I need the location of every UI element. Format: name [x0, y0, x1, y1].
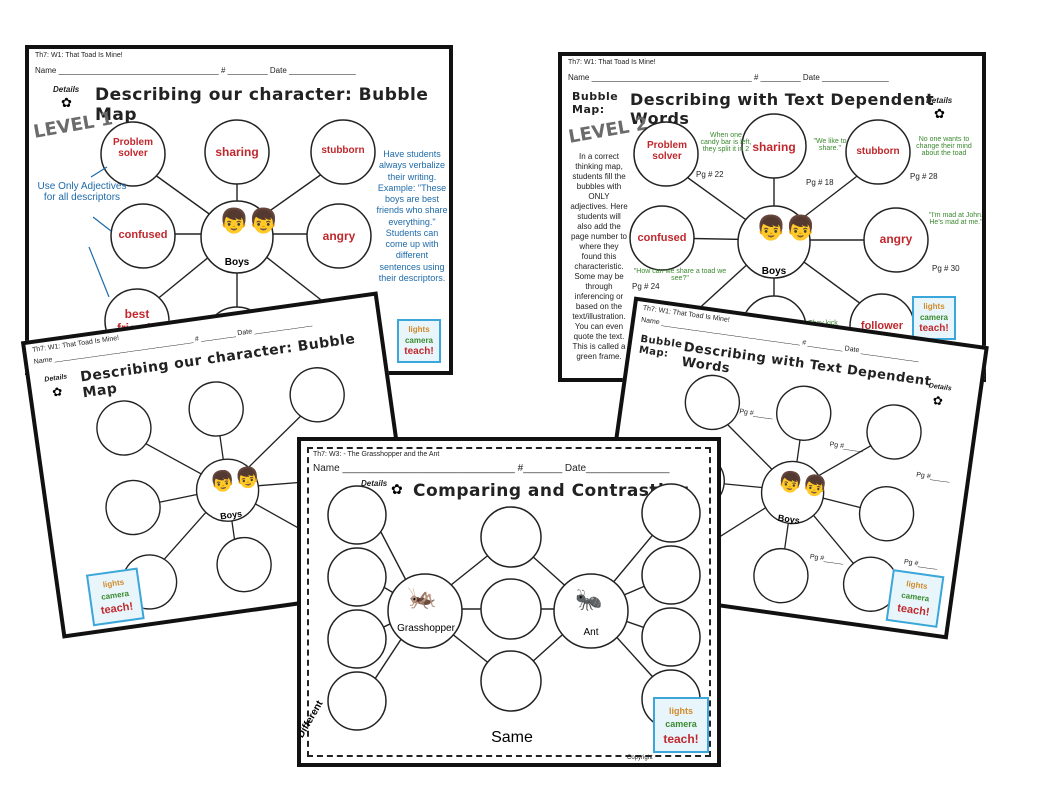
- worksheet-blank-text-dependent: Th7: W1: That Toad Is Mine! Name _______…: [593, 296, 989, 640]
- bubble-map-diagram: [660, 374, 922, 612]
- bubble-angry: angry: [879, 232, 913, 246]
- center-label: Boys: [761, 266, 787, 277]
- page-number-18: Pg # 18: [806, 178, 834, 187]
- bubble-sharing: sharing: [752, 140, 796, 154]
- page-title: Describing our character: Bubble Map: [95, 85, 429, 125]
- sheet-header: Th7: W3: - The Grasshopper and the Ant: [313, 451, 440, 458]
- bubble-problem-solver: Problem solver: [646, 140, 687, 162]
- bubble-problem-solver: Problem solver: [112, 137, 153, 159]
- ant-label: Ant: [583, 627, 599, 638]
- grasshopper-icon: 🦗: [407, 584, 437, 611]
- bubble-stubborn: stubborn: [856, 146, 900, 157]
- name-line: Name _______________________________ #__…: [313, 463, 670, 474]
- page-number-22: Pg # 22: [696, 170, 724, 179]
- center-label: Boys: [224, 257, 250, 268]
- note-use-only-adjectives: Use Only Adjectives for all descriptors: [37, 181, 127, 203]
- quote-share-a-toad: "How can we share a toad we see?": [633, 268, 727, 282]
- bubble-confused: confused: [637, 232, 687, 244]
- grasshopper-label: Grasshopper: [397, 623, 455, 634]
- sheet-header: Th7: W1: That Toad Is Mine!: [35, 52, 123, 59]
- bubble-sharing: sharing: [215, 145, 259, 159]
- sheet-header: Th7: W1: That Toad Is Mine!: [568, 59, 656, 66]
- dashed-frame: [307, 447, 711, 757]
- same-label: Same: [491, 729, 533, 746]
- details-label: Details: [53, 85, 80, 94]
- quote-mad-at-john: "I'm mad at John. He's mad at me.": [928, 212, 983, 226]
- bubble-stubborn: stubborn: [321, 145, 365, 156]
- page-number-30: Pg # 30: [932, 264, 960, 273]
- worksheet-compare-contrast: Th7: W3: - The Grasshopper and the Ant N…: [297, 437, 721, 767]
- details-label: Details: [926, 96, 953, 105]
- quote-like-to-share: "We like to share.": [813, 138, 847, 152]
- lights-camera-teach-logo: lights camera teach!: [397, 319, 441, 363]
- bubble-map-label: Bubble Map:: [572, 90, 619, 116]
- ant-icon: 🐜: [575, 587, 603, 612]
- copyright-label: Copyright: [627, 755, 653, 761]
- flower-icon: ✿: [934, 106, 945, 121]
- quote-change-mind: No one wants to change their mind about …: [916, 136, 972, 157]
- lights-camera-teach-logo: lights camera teach!: [912, 296, 956, 340]
- bubble-angry: angry: [322, 229, 356, 243]
- lights-camera-teach-logo: lights camera teach!: [653, 697, 709, 753]
- note-verbalize: Have students always verbalize their wri…: [376, 149, 448, 283]
- page-number-28: Pg # 28: [910, 172, 938, 181]
- note-correct-thinking-map: In a correct thinking map, students fill…: [570, 152, 628, 361]
- flower-icon: ✿: [391, 481, 403, 497]
- boys-illustration: 👦👦: [756, 215, 816, 242]
- details-label: Details: [361, 479, 388, 488]
- page-number-24: Pg # 24: [632, 282, 660, 291]
- quote-candy-bar: When one candy bar is left, they split i…: [700, 132, 752, 153]
- lights-camera-teach-logo: lights camera teach!: [885, 569, 945, 628]
- bubble-confused: confused: [118, 229, 168, 241]
- page-title: Comparing and Contrasting: [413, 481, 690, 501]
- flower-icon: ✿: [61, 95, 72, 110]
- boys-illustration: 👦👦: [219, 208, 279, 235]
- lights-camera-teach-logo: lights camera teach!: [85, 567, 145, 627]
- arrow-icon: [88, 166, 112, 298]
- name-line: Name ___________________________________…: [35, 66, 356, 75]
- name-line: Name ___________________________________…: [568, 73, 889, 82]
